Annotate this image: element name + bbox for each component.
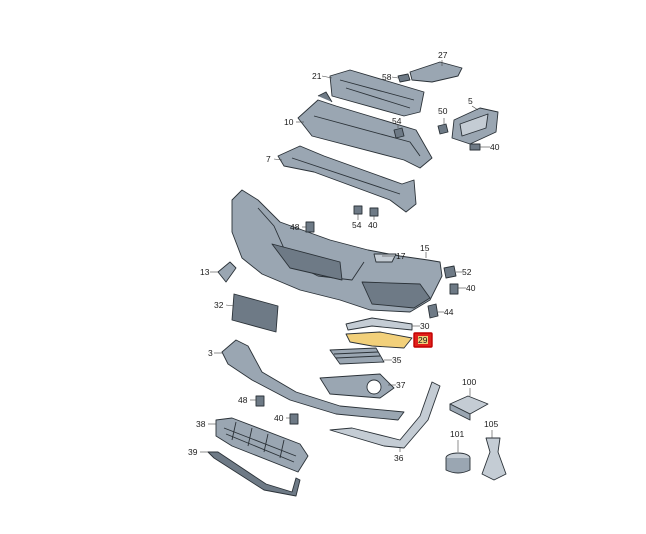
callout-27: 27 — [438, 50, 448, 60]
callout-37: 37 — [396, 380, 406, 390]
part-29-highlighted-trim[interactable] — [345, 331, 433, 349]
callout-48-lower: 48 — [238, 395, 248, 405]
part-7-carrier[interactable] — [273, 145, 417, 213]
callout-54-upper: 54 — [392, 116, 402, 126]
part-40-screw-right-lower[interactable] — [449, 283, 466, 295]
part-40-screw-right[interactable] — [469, 143, 490, 151]
callout-39: 39 — [188, 447, 198, 457]
callout-21: 21 — [312, 71, 322, 81]
callout-101: 101 — [450, 429, 464, 439]
part-105-bag[interactable] — [481, 430, 507, 481]
callout-40-upper: 40 — [490, 142, 500, 152]
part-54-screw-upper[interactable] — [393, 124, 405, 139]
part-37-fog-grille[interactable] — [319, 373, 396, 399]
part-58-screw[interactable] — [391, 73, 411, 83]
callout-29: 29 — [418, 335, 428, 345]
part-40-screw-lower[interactable] — [369, 207, 379, 220]
callout-32: 32 — [214, 300, 224, 310]
part-5-bracket[interactable] — [451, 105, 499, 145]
callout-58: 58 — [382, 72, 392, 82]
callout-17: 17 — [396, 251, 406, 261]
callout-35: 35 — [392, 355, 402, 365]
callout-38: 38 — [196, 419, 206, 429]
callout-10: 10 — [284, 117, 294, 127]
part-48-screw-lower[interactable] — [250, 395, 265, 407]
callout-48-upper: 48 — [290, 222, 300, 232]
part-32-plate-bracket[interactable] — [225, 293, 279, 333]
part-10-bumper-beam[interactable] — [296, 91, 433, 169]
part-54-screw-lower[interactable] — [353, 205, 363, 220]
callout-15: 15 — [420, 243, 430, 253]
callout-40-lower: 40 — [368, 220, 378, 230]
part-40-screw-lower-left[interactable] — [286, 413, 299, 425]
part-50-clip[interactable] — [437, 118, 449, 135]
callout-50: 50 — [438, 106, 448, 116]
part-27-bracket[interactable] — [409, 60, 463, 83]
part-13-clip[interactable] — [210, 261, 237, 283]
part-3-spoiler[interactable] — [214, 339, 405, 421]
part-48-screw-upper[interactable] — [302, 221, 315, 233]
callout-3: 3 — [208, 348, 213, 358]
part-30-trim-strip[interactable] — [345, 317, 420, 331]
part-21-absorber[interactable] — [321, 69, 425, 117]
callout-100: 100 — [462, 377, 476, 387]
callout-44: 44 — [444, 307, 454, 317]
callout-13: 13 — [200, 267, 210, 277]
callout-40-lower-left: 40 — [274, 413, 284, 423]
part-101-cap[interactable] — [445, 440, 471, 474]
part-15-bumper-cover[interactable] — [231, 189, 443, 313]
part-52-clip[interactable] — [443, 265, 462, 279]
callout-40-right: 40 — [466, 283, 476, 293]
part-44-clip[interactable] — [427, 303, 444, 319]
callout-54-lower: 54 — [352, 220, 362, 230]
part-100-pad[interactable] — [449, 388, 489, 421]
part-36-side-strip[interactable] — [329, 381, 441, 452]
part-35-grille[interactable] — [329, 347, 392, 365]
part-39-trim-wire[interactable] — [200, 451, 301, 497]
part-38-lower-grille[interactable] — [208, 417, 309, 473]
callout-30: 30 — [420, 321, 430, 331]
callout-105: 105 — [484, 419, 498, 429]
callout-36: 36 — [394, 453, 404, 463]
callout-7: 7 — [266, 154, 271, 164]
callout-5: 5 — [468, 96, 473, 106]
callout-52: 52 — [462, 267, 472, 277]
